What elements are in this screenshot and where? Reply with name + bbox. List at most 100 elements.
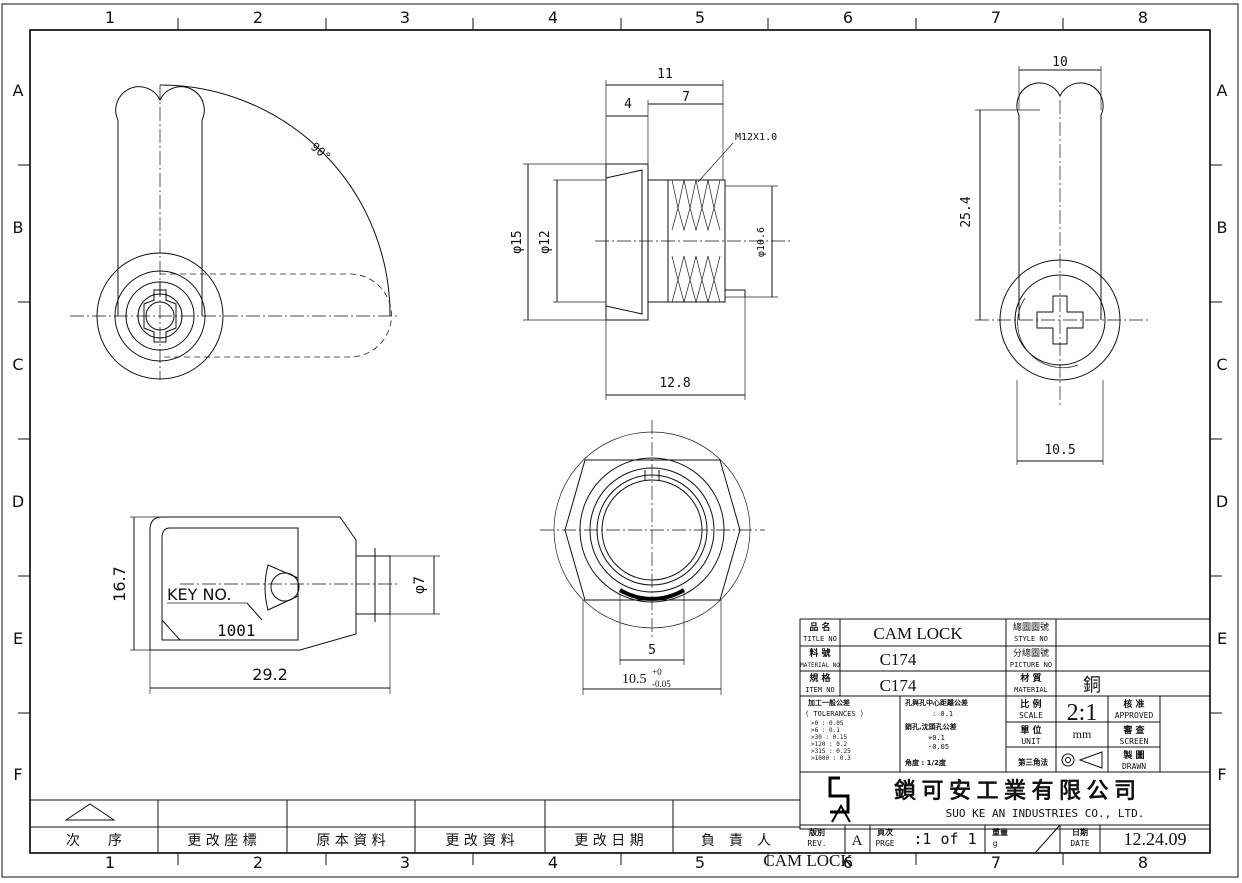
svg-text:mm: mm — [1073, 727, 1092, 741]
svg-text:φ7: φ7 — [412, 576, 428, 594]
side-view: 11 4 7 M12X1.0 φ15 φ12 φ10.6 12.8 — [510, 67, 790, 400]
svg-text:審 查: 審 查 — [1122, 724, 1145, 736]
svg-text:次 序: 次 序 — [66, 833, 122, 849]
svg-text:φ10.6: φ10.6 — [756, 227, 767, 257]
svg-text:6: 6 — [843, 853, 853, 872]
svg-text:3: 3 — [400, 853, 410, 872]
svg-text:( TOLERANCES ): ( TOLERANCES ) — [805, 710, 864, 718]
title-block: 品 名 TITLE NO CAM LOCK 總圖圖號 STYLE NO 料 號 … — [799, 618, 1211, 854]
svg-text:16.7: 16.7 — [110, 566, 129, 602]
svg-text:4: 4 — [548, 8, 558, 27]
svg-text:8: 8 — [1138, 853, 1148, 872]
svg-text:29.2: 29.2 — [252, 665, 288, 684]
svg-text:5: 5 — [695, 8, 705, 27]
svg-text:: 0.1: : 0.1 — [932, 710, 953, 718]
column-ticks — [177, 18, 1064, 865]
svg-text:10.5: 10.5 — [1044, 443, 1075, 458]
svg-text:C: C — [12, 355, 23, 374]
svg-text:φ12: φ12 — [538, 230, 553, 253]
svg-text:1: 1 — [105, 853, 115, 872]
svg-text:C174: C174 — [880, 676, 917, 695]
svg-text:MATERIAL: MATERIAL — [1014, 686, 1048, 694]
svg-text:2: 2 — [253, 8, 263, 27]
svg-text:C: C — [1216, 355, 1227, 374]
svg-text:2: 2 — [253, 853, 263, 872]
svg-text:7: 7 — [991, 8, 1001, 27]
svg-text:APPROVED: APPROVED — [1115, 711, 1154, 720]
svg-text:單 位: 單 位 — [1020, 724, 1041, 736]
svg-text:REV.: REV. — [807, 839, 826, 848]
svg-text:-0.05: -0.05 — [928, 743, 949, 751]
third-angle-projection-icon — [1061, 751, 1103, 769]
svg-text:CAM LOCK: CAM LOCK — [873, 624, 963, 643]
svg-text:PICTURE NO: PICTURE NO — [1010, 661, 1052, 669]
svg-text:+0.1: +0.1 — [928, 734, 945, 742]
svg-text:E: E — [13, 629, 23, 648]
svg-text:MATERIAL NO: MATERIAL NO — [800, 662, 840, 669]
svg-text:日期: 日期 — [1072, 827, 1088, 837]
svg-text:STYLE NO: STYLE NO — [1014, 635, 1048, 643]
svg-text:分總圖號: 分總圖號 — [1013, 647, 1049, 659]
svg-text:B: B — [13, 218, 24, 237]
svg-text:頁次: 頁次 — [877, 827, 893, 837]
svg-text:>30 : 0.15: >30 : 0.15 — [811, 734, 848, 741]
svg-text:4: 4 — [548, 853, 558, 872]
svg-text:4: 4 — [624, 97, 632, 112]
svg-text:2:1: 2:1 — [1067, 700, 1098, 726]
svg-text::1 of 1: :1 of 1 — [913, 830, 976, 848]
svg-text:原 本 資 料: 原 本 資 料 — [316, 833, 385, 849]
footer-note: CAM LOCK — [763, 851, 853, 870]
svg-text:TITLE NO: TITLE NO — [803, 635, 837, 643]
svg-text:版別: 版別 — [808, 827, 825, 837]
svg-text:D: D — [1216, 492, 1228, 511]
svg-text:25.4: 25.4 — [959, 196, 974, 227]
svg-text:DRAWN: DRAWN — [1122, 762, 1146, 771]
svg-text:銷孔,沈頭孔公差: 銷孔,沈頭孔公差 — [905, 722, 957, 731]
svg-text:ITEM NO: ITEM NO — [805, 686, 835, 694]
svg-text:料 號: 料 號 — [809, 647, 830, 659]
svg-text:A: A — [852, 833, 863, 849]
key-view: 16.7 φ7 29.2 KEY NO. 1001 — [110, 516, 440, 694]
svg-text:B: B — [1217, 218, 1228, 237]
svg-text:1001: 1001 — [217, 621, 256, 640]
revision-table: 次 序 更 改 座 標 原 本 資 料 更 改 資 料 更 改 日 期 負 責 … — [30, 799, 800, 853]
row-labels: A B C D E F A B C D E F — [12, 81, 1228, 784]
column-labels-bottom: 1 2 3 4 5 6 7 8 — [105, 853, 1148, 872]
svg-text:>120 : 0.2: >120 : 0.2 — [811, 741, 848, 748]
svg-text:第三角法: 第三角法 — [1018, 757, 1048, 767]
svg-text:鎖 可 安 工 業 有 限 公 司: 鎖 可 安 工 業 有 限 公 司 — [894, 778, 1136, 803]
svg-text:D: D — [12, 492, 24, 511]
row-ticks — [18, 164, 1222, 714]
svg-text:更 改 座 標: 更 改 座 標 — [187, 833, 256, 849]
outer-border — [1, 3, 1239, 878]
svg-text:g: g — [993, 839, 998, 848]
svg-text:F: F — [13, 765, 22, 784]
svg-text:F: F — [1217, 765, 1226, 784]
right-view: 10 25.4 10.5 — [959, 55, 1150, 465]
svg-text:>6 : 0.1: >6 : 0.1 — [811, 727, 840, 734]
svg-text:12.8: 12.8 — [659, 376, 690, 391]
svg-text:>0 : 0.05: >0 : 0.05 — [811, 720, 844, 727]
svg-text:12.24.09: 12.24.09 — [1124, 829, 1187, 849]
svg-text:角度 : 1/2度: 角度 : 1/2度 — [905, 758, 947, 767]
svg-text:6: 6 — [843, 8, 853, 27]
bottom-view: 5 10.5 +0 -0.05 — [540, 420, 765, 695]
inner-border — [29, 29, 1211, 854]
svg-text:10: 10 — [1052, 55, 1068, 70]
svg-text:φ15: φ15 — [510, 230, 525, 253]
svg-text:品 名: 品 名 — [809, 621, 830, 633]
svg-text:核 准: 核 准 — [1123, 698, 1144, 710]
svg-text:A: A — [1217, 81, 1228, 100]
svg-text:DATE: DATE — [1070, 839, 1089, 848]
svg-text:3: 3 — [400, 8, 410, 27]
svg-text:製 圖: 製 圖 — [1122, 749, 1144, 761]
svg-text:5: 5 — [648, 643, 656, 658]
svg-text:SUO KE AN INDUSTRIES CO., LTD: SUO KE AN INDUSTRIES CO., LTD. — [946, 807, 1145, 820]
svg-text:8: 8 — [1138, 8, 1148, 27]
svg-text:規 格: 規 格 — [809, 672, 831, 684]
revision-triangle-icon — [64, 803, 116, 821]
svg-text:>1000 : 0.3: >1000 : 0.3 — [811, 755, 851, 762]
svg-text:UNIT: UNIT — [1021, 737, 1040, 746]
svg-text:>315 : 0.25: >315 : 0.25 — [811, 748, 851, 755]
